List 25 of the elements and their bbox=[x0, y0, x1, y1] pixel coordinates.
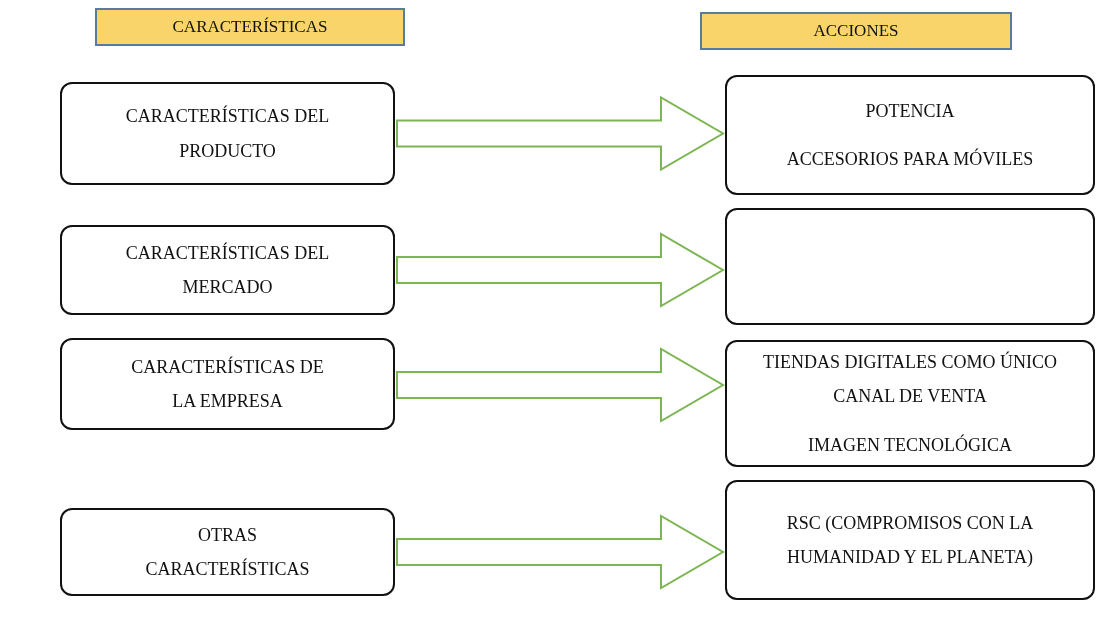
box-text: POTENCIA bbox=[865, 99, 955, 123]
box-text: CARACTERÍSTICAS bbox=[172, 15, 328, 38]
block-arrow bbox=[396, 232, 725, 308]
text-box bbox=[60, 338, 395, 430]
header-box bbox=[700, 12, 1012, 50]
text-box bbox=[60, 82, 395, 185]
box-text: CARACTERÍSTICAS DEL PRODUCTO bbox=[124, 104, 331, 163]
text-box bbox=[60, 508, 395, 596]
block-arrow bbox=[396, 347, 725, 423]
box-text: CARACTERÍSTICAS DE LA EMPRESA bbox=[130, 355, 325, 413]
box-text: OTRAS CARACTERÍSTICAS bbox=[144, 523, 311, 581]
box-text: ACCIONES bbox=[813, 19, 899, 42]
box-text: CARACTERÍSTICAS DEL MERCADO bbox=[124, 241, 331, 299]
text-box bbox=[725, 480, 1095, 600]
box-text: RSC (COMPROMISOS CON LA HUMANIDAD Y EL PLANETA) bbox=[785, 511, 1035, 569]
text-box bbox=[725, 75, 1095, 195]
text-box bbox=[725, 208, 1095, 325]
text-box bbox=[60, 225, 395, 315]
text-box bbox=[725, 340, 1095, 467]
block-arrow bbox=[396, 95, 725, 172]
block-arrow bbox=[396, 514, 725, 590]
box-text: ACCESORIOS PARA MÓVILES bbox=[786, 147, 1034, 171]
header-box bbox=[95, 8, 405, 46]
box-text: IMAGEN TECNOLÓGICA bbox=[807, 433, 1013, 457]
box-text: TIENDAS DIGITALES COMO ÚNICO CANAL DE VENTA bbox=[761, 350, 1058, 409]
